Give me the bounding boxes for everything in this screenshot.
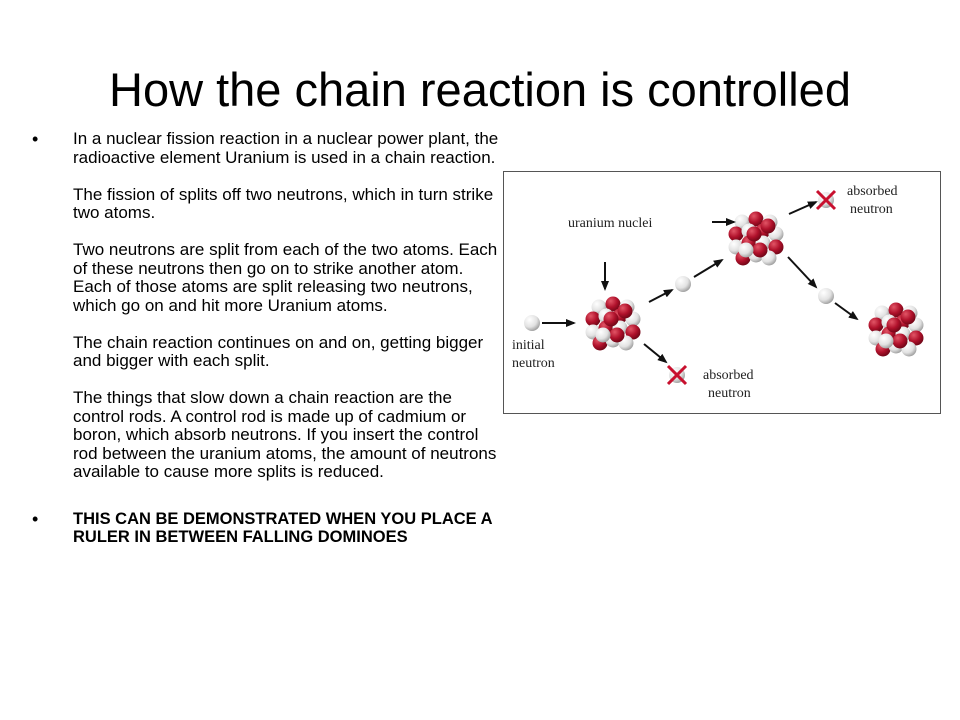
absorbed-neutron-top-icon — [815, 189, 837, 211]
paragraph-demonstration: THIS CAN BE DEMONSTRATED WHEN YOU PLACE … — [73, 509, 492, 547]
label-absorbed-bottom-neutron: neutron — [708, 386, 751, 401]
released-neutron-icon — [818, 288, 834, 304]
released-neutron-icon — [675, 276, 691, 292]
arrow-to-neutron-right-icon — [787, 256, 818, 289]
proton-icon — [609, 327, 625, 343]
bullet-item-demonstration: • THIS CAN BE DEMONSTRATED WHEN YOU PLAC… — [32, 508, 502, 547]
paragraph-continuation: The chain reaction continues on and on, … — [73, 332, 484, 370]
proton-icon — [752, 242, 768, 258]
neutron-icon — [738, 242, 754, 258]
arrow-to-absorbed-icon — [643, 343, 668, 364]
label-initial: initial — [512, 338, 545, 353]
proton-icon — [617, 303, 633, 319]
proton-icon — [728, 226, 744, 242]
proton-icon — [760, 218, 776, 234]
bullet-icon: • — [32, 129, 39, 149]
proton-icon — [886, 317, 902, 333]
proton-icon — [625, 324, 641, 340]
proton-icon — [868, 317, 884, 333]
uranium-nucleus-initial — [585, 296, 641, 351]
initial-neutron-icon — [524, 315, 540, 331]
label-initial-neutron: neutron — [512, 356, 555, 371]
proton-icon — [585, 311, 601, 327]
slide-title: How the chain reaction is controlled — [109, 63, 851, 116]
proton-icon — [888, 302, 904, 318]
uranium-nucleus-right — [868, 302, 924, 357]
proton-icon — [748, 211, 764, 227]
proton-icon — [908, 330, 924, 346]
chain-reaction-diagram: uranium nuclei initial neutron absorbed … — [503, 171, 941, 414]
label-absorbed-top-neutron: neutron — [850, 202, 893, 217]
bullet-list: • In a nuclear fission reaction in a nuc… — [32, 129, 502, 575]
paragraph-control-rods: The things that slow down a chain reacti… — [73, 388, 497, 481]
bullet-icon: • — [32, 508, 39, 529]
uranium-nucleus-upper — [728, 211, 784, 266]
paragraph-first-split: The fission of splits off two neutrons, … — [73, 184, 494, 222]
diagram-canvas: uranium nuclei initial neutron absorbed … — [512, 184, 924, 401]
proton-icon — [900, 309, 916, 325]
absorbed-neutron-bottom-icon — [666, 364, 688, 386]
neutron-icon — [878, 333, 894, 349]
arrow-to-neutron-icon — [648, 289, 674, 303]
proton-icon — [746, 226, 762, 242]
proton-icon — [892, 333, 908, 349]
proton-icon — [605, 296, 621, 312]
paragraph-intro: In a nuclear fission reaction in a nucle… — [73, 129, 499, 167]
neutron-icon — [595, 327, 611, 343]
arrow-to-absorbed-top-icon — [788, 201, 818, 215]
label-absorbed-bottom: absorbed — [703, 368, 754, 383]
paragraph-second-split: Two neutrons are split from each of the … — [73, 240, 498, 315]
arrow-to-nucleus-icon — [693, 258, 724, 278]
arrow-to-nucleus-right-icon — [834, 302, 859, 321]
label-absorbed-top: absorbed — [847, 184, 898, 199]
bullet-item-explanation: • In a nuclear fission reaction in a nuc… — [32, 129, 502, 482]
proton-icon — [768, 239, 784, 255]
label-uranium-nuclei: uranium nuclei — [568, 216, 652, 231]
proton-icon — [603, 311, 619, 327]
